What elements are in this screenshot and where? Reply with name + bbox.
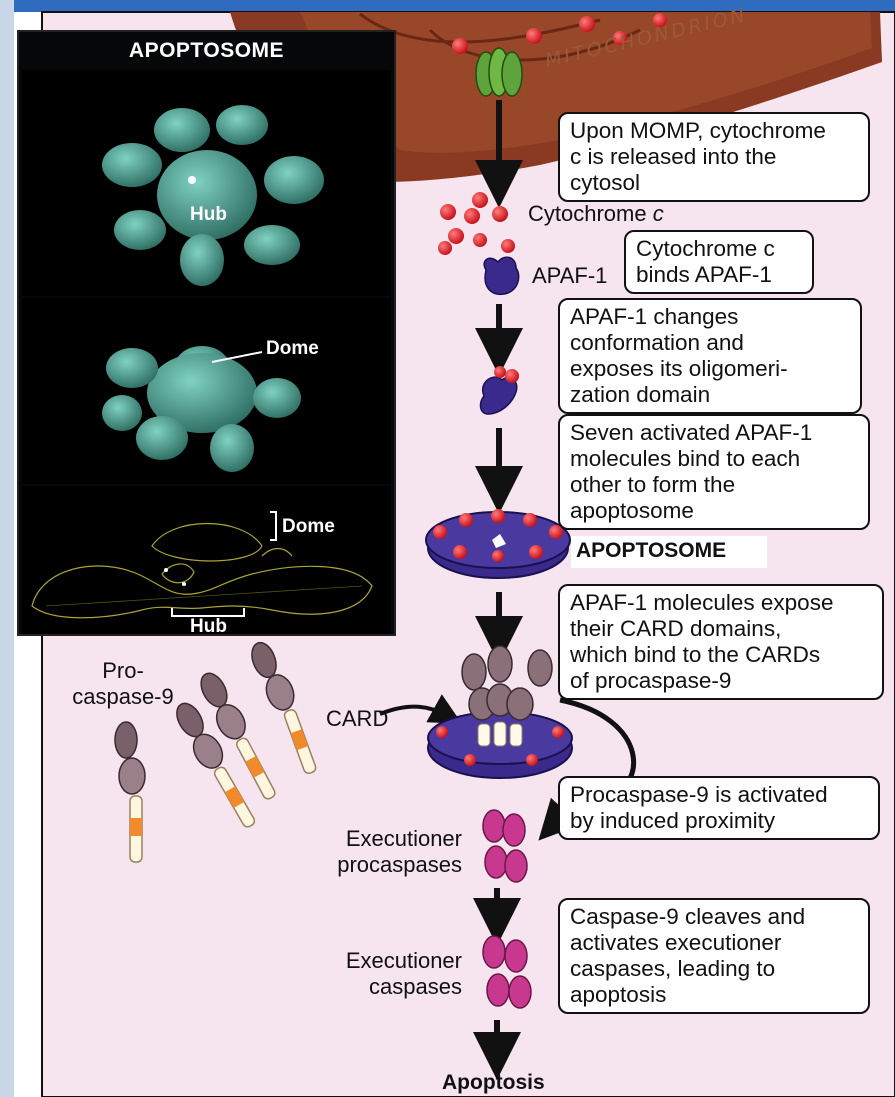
mitochondrial-pore [476, 48, 522, 96]
apaf1-label: APAF-1 [532, 263, 607, 289]
dome-structure-image [22, 298, 391, 484]
apoptosome-structure-inset: APOPTOSOME Hub Dome [17, 30, 396, 636]
section-hub-label: Hub [190, 616, 227, 638]
top-blue-strip [0, 0, 895, 12]
dome-panel: Dome [22, 298, 391, 484]
hub-label: Hub [190, 204, 227, 226]
inset-title: APOPTOSOME [19, 32, 394, 70]
dome-hub-section-panel: Dome Hub [22, 486, 391, 634]
apaf1-monomer [484, 257, 519, 294]
cytochrome-c-label: Cytochrome c [528, 201, 664, 227]
hub-structure-image [22, 70, 391, 296]
apoptosis-label: Apoptosis [442, 1070, 545, 1096]
apoptosome-wheel [426, 509, 570, 578]
card-label: CARD [326, 706, 388, 732]
hub-panel: Hub [22, 70, 391, 296]
dome-label: Dome [266, 338, 319, 360]
apoptosome-label: APOPTOSOME [576, 538, 726, 564]
section-dome-label: Dome [282, 516, 335, 538]
mesh-section-image [22, 486, 391, 634]
left-margin-strip [0, 0, 14, 1097]
procaspase9-label: Pro-caspase-9 [58, 658, 188, 710]
